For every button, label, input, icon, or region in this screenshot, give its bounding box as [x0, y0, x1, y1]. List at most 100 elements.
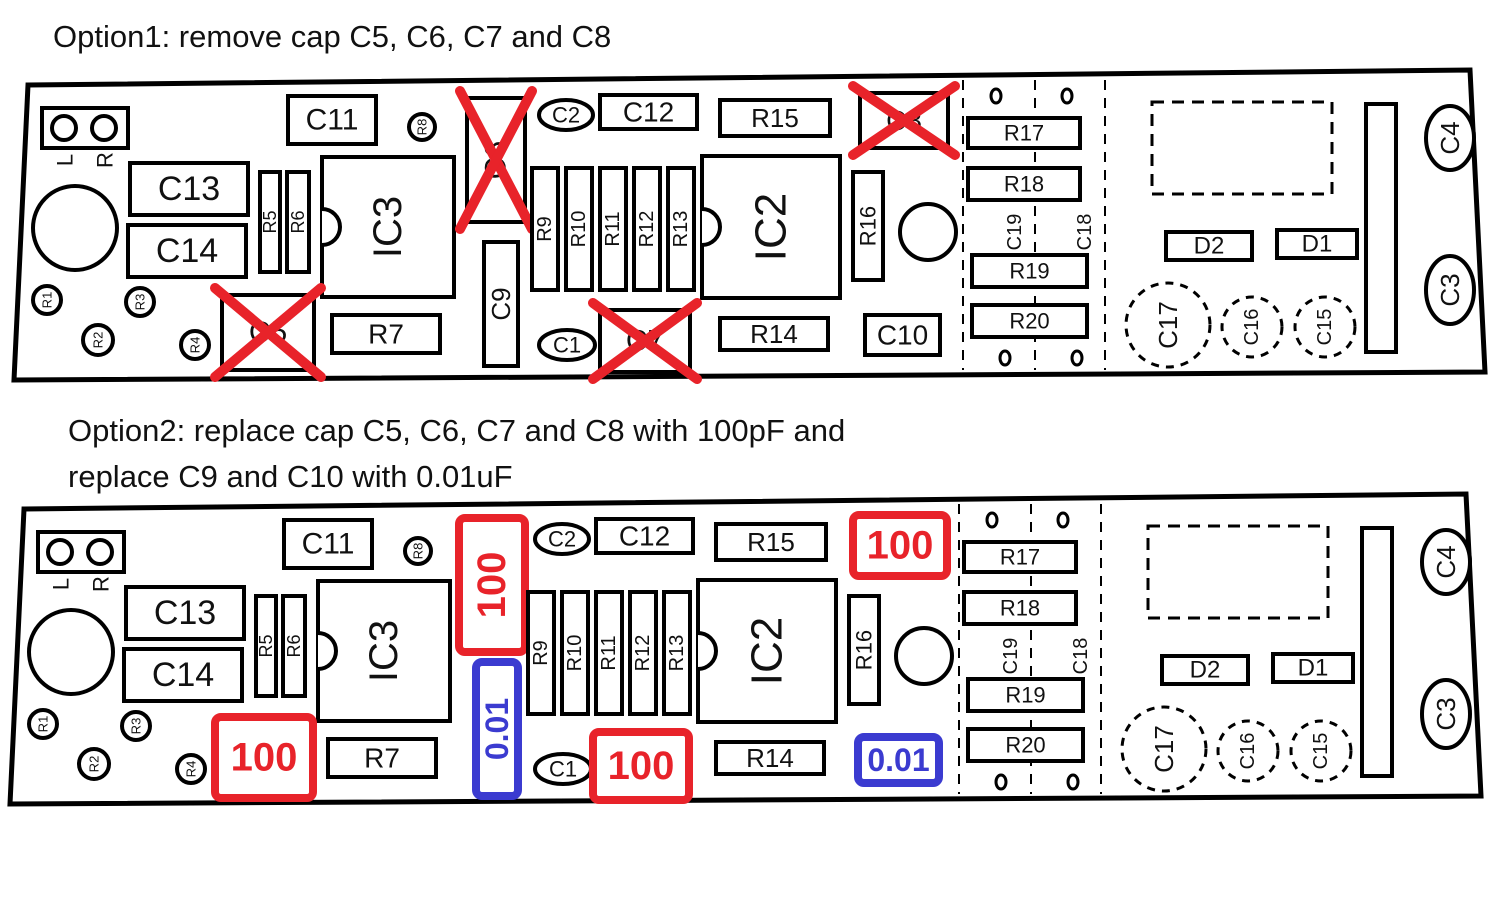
- component-c12: [594, 517, 695, 555]
- component-r15: [714, 522, 828, 562]
- component-r3-label: R3: [133, 294, 148, 311]
- component-c13: [128, 161, 250, 217]
- component-c3: [1424, 254, 1476, 326]
- component-r4-label: R4: [184, 761, 199, 778]
- component-r12: [632, 166, 662, 292]
- component-r13: [662, 590, 692, 716]
- header-strip: [1364, 102, 1398, 354]
- component-r16: [851, 170, 885, 282]
- component-r5-label: R5: [256, 634, 276, 657]
- component-r20-label: R20: [1005, 733, 1045, 758]
- component-r12-label: R12: [636, 211, 658, 248]
- component-c6-remove-cross: [455, 86, 537, 234]
- component-r15-label: R15: [747, 527, 795, 557]
- dashed-footprint: [1146, 524, 1330, 620]
- component-c17-label: C17: [1153, 301, 1183, 349]
- component-c14-label: C14: [156, 232, 218, 270]
- component-c15: [1289, 719, 1353, 783]
- component-r19: [966, 677, 1085, 713]
- component-c19-label: C19: [1000, 638, 1022, 675]
- component-c8-replacement-value: 100: [867, 524, 934, 568]
- component-c1: [537, 328, 597, 362]
- component-c2-label: C2: [552, 103, 580, 128]
- component-r-label: R: [93, 152, 118, 168]
- component-r1-label: R1: [36, 716, 51, 733]
- component-c2-label: C2: [548, 527, 576, 552]
- component-r8: [403, 536, 433, 566]
- component-d1: [1271, 652, 1355, 684]
- component-r13: [666, 166, 696, 292]
- component-c11-label: C11: [306, 104, 359, 137]
- component-c17-label: C17: [1149, 725, 1179, 773]
- component-c7-replacement-value: 100: [608, 744, 675, 788]
- pad-hole: [985, 511, 999, 529]
- component-r16: [847, 594, 881, 706]
- component-ic2-label: IC2: [747, 193, 796, 261]
- component-r6: [285, 170, 311, 274]
- component-r11-label: R11: [598, 635, 620, 670]
- pot-circle: [894, 626, 954, 686]
- component-c16: [1216, 719, 1280, 783]
- component-r10: [560, 590, 590, 716]
- component-r20-label: R20: [1009, 309, 1049, 334]
- component-c3: [1420, 678, 1472, 750]
- board-option1: LRC11R8C13C14R5R6IC3C6C9C2C12R15R9R10R11…: [11, 67, 1488, 384]
- component-r18-label: R18: [1004, 172, 1044, 197]
- pad-hole: [998, 349, 1012, 367]
- component-c6-replacement-value: 100: [470, 552, 514, 619]
- component-r9: [526, 590, 556, 716]
- component-d1-label: D1: [1302, 231, 1333, 258]
- component-c4: [1424, 104, 1476, 172]
- component-r11: [598, 166, 628, 292]
- component-r9: [530, 166, 560, 292]
- component-r8-label: R8: [415, 119, 430, 136]
- component-d2-label: D2: [1194, 233, 1225, 260]
- option2-caption-line1: Option2: replace cap C5, C6, C7 and C8 w…: [68, 413, 846, 448]
- component-c11: [282, 518, 374, 570]
- component-r2: [77, 747, 111, 781]
- component-c11: [286, 94, 378, 146]
- component-r13-label: R13: [670, 211, 692, 248]
- component-c17: [1124, 281, 1212, 369]
- component-d1: [1275, 228, 1359, 260]
- option2-caption-line2: replace C9 and C10 with 0.01uF: [68, 459, 513, 494]
- component-r7: [326, 737, 438, 779]
- component-c1-label: C1: [553, 333, 581, 358]
- component-c11-label: C11: [302, 528, 355, 561]
- component-r13-label: R13: [666, 635, 688, 672]
- component-r19: [970, 253, 1089, 289]
- component-c13-label: C13: [154, 594, 216, 632]
- component-r20: [966, 727, 1085, 763]
- component-r7-label: R7: [368, 319, 404, 350]
- component-c10: [863, 313, 942, 357]
- component-r1: [27, 708, 59, 740]
- pad-hole: [1060, 87, 1074, 105]
- component-r2-label: R2: [91, 332, 106, 349]
- component-c18-label: C18: [1074, 214, 1096, 251]
- component-c8-replacement-box: [849, 511, 951, 580]
- component-r12: [628, 590, 658, 716]
- component-r12-label: R12: [632, 635, 654, 672]
- component-c15-label: C15: [1314, 309, 1336, 346]
- component-c10-label: C10: [877, 320, 928, 351]
- component-r16-label: R16: [852, 630, 877, 670]
- component-c4: [1420, 528, 1472, 596]
- component-c14-label: C14: [152, 656, 214, 694]
- component-c12-label: C12: [619, 521, 670, 552]
- component-r11-label: R11: [602, 211, 624, 246]
- component-r18: [962, 590, 1078, 626]
- component-r14: [714, 740, 826, 776]
- component-d1-label: D1: [1298, 655, 1329, 682]
- component-r8-label: R8: [411, 543, 426, 560]
- connector-pad-l: [50, 114, 78, 142]
- component-c5-replacement-box: [211, 713, 317, 802]
- component-r4: [179, 329, 211, 361]
- pad-hole: [994, 773, 1008, 791]
- component-c9-label: C9: [486, 287, 516, 320]
- component-r10-label: R10: [564, 635, 586, 672]
- component-r1: [31, 284, 63, 316]
- component-r14-label: R14: [746, 743, 794, 773]
- jack-circle: [27, 608, 115, 696]
- component-c9-replacement-box: [472, 658, 522, 800]
- component-c18-label: C18: [1070, 638, 1092, 675]
